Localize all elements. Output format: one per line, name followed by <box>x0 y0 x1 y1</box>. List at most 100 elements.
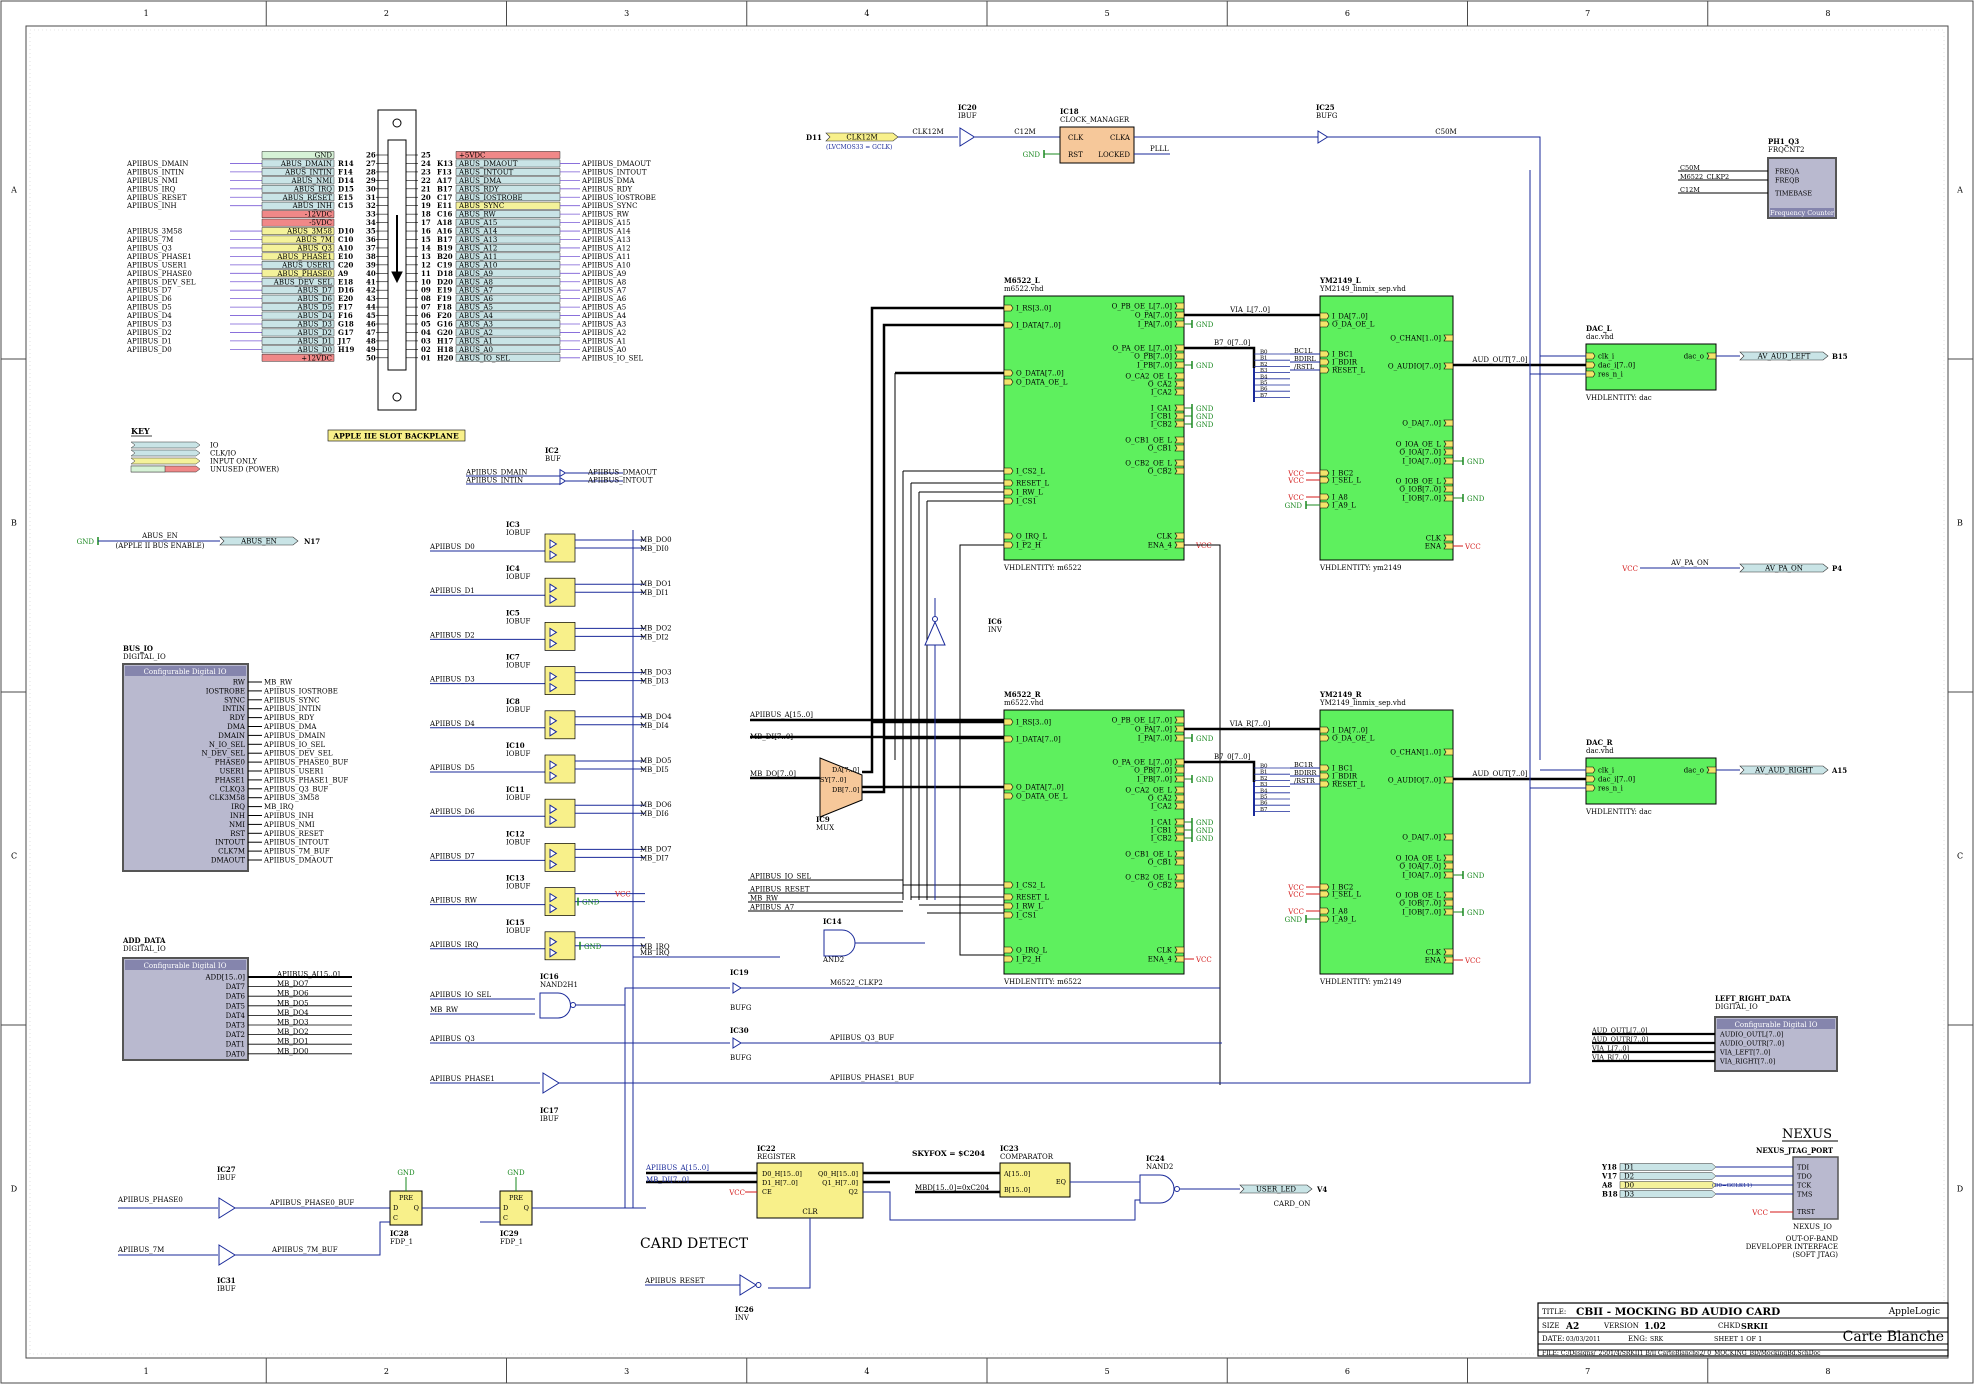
vhdl-pin: I_CB1 <box>1151 827 1172 835</box>
backplane-tag <box>261 151 335 159</box>
gnd-label: GND <box>1196 362 1214 370</box>
backplane-pin-number: 41 <box>366 277 376 286</box>
backplane-pad: B17 <box>437 184 453 193</box>
backplane-tag <box>455 151 561 159</box>
backplane-pin-number: 19 <box>421 201 431 210</box>
iobuf-type: IOBUF <box>506 750 531 758</box>
title-block <box>1537 1302 1949 1357</box>
backplane-signal: APIIBUS_PHASE0 <box>126 270 192 278</box>
lr-data-header <box>1717 1019 1835 1029</box>
pin-tab <box>1443 948 1454 956</box>
backplane-pin-number: 06 <box>421 311 431 320</box>
backplane-signal: APIIBUS_A5 <box>581 304 626 312</box>
ic16-ref: IC16 <box>540 972 559 981</box>
backplane-signal: APIIBUS_INTOUT <box>581 168 647 176</box>
b7-bit-label: B6 <box>1260 801 1268 807</box>
pin-tab <box>1003 479 1014 487</box>
date-label: DATE: <box>1542 1335 1564 1343</box>
pin-tab <box>1585 766 1596 774</box>
buffer-gate <box>732 982 742 994</box>
net-tag <box>1739 563 1829 573</box>
ic18-pin: CLKA <box>1110 134 1131 142</box>
iobuf-ref: IC7 <box>506 653 520 662</box>
backplane-tag-label: ABUS_NMI <box>291 177 333 185</box>
nexus-tag <box>1619 1163 1717 1171</box>
gnd-label: GND <box>507 1169 525 1177</box>
buffer-gate <box>549 804 558 815</box>
buffer-gate <box>1317 130 1329 144</box>
vhdl-pin: ENA_4 <box>1148 956 1173 964</box>
fdp-ref: IC28 <box>390 1229 409 1238</box>
vhdl-pin: I_PB[7..0] <box>1137 362 1172 370</box>
backplane-pin-number: 10 <box>421 277 431 286</box>
vhdl-pin: I_RW_L <box>1016 903 1043 911</box>
backplane-tag <box>455 337 561 345</box>
pin-tab <box>1319 493 1330 501</box>
reg-net: APIIBUS_A[15..0] <box>645 1164 709 1172</box>
pin-tab <box>1443 956 1454 964</box>
backplane-pad: A16 <box>436 227 452 236</box>
mux-net: APIIBUS_A[15..0] <box>749 711 813 719</box>
control-net: APIIBUS_A7 <box>749 904 794 912</box>
gnd-label: GND <box>1196 835 1214 843</box>
vhdl-pin: I_BDIR <box>1332 359 1358 367</box>
buffer-gate <box>739 1274 757 1296</box>
pin-tab <box>1174 344 1185 352</box>
vhdl-pin: O_DA_OE_L <box>1332 321 1375 329</box>
backplane-tag-label: ABUS_A6 <box>458 295 493 303</box>
add-data-net: MB_DO1 <box>277 1038 309 1046</box>
pin-tab <box>1174 734 1185 742</box>
b7-bit-label: B3 <box>1260 368 1268 374</box>
frame-column-label: 5 <box>1105 1367 1110 1376</box>
bus-io-pin: N_DEV_SEL <box>202 750 246 758</box>
lr-net: AUD_OUTL[7..0] <box>1591 1027 1648 1035</box>
pin-tab <box>1174 826 1185 834</box>
skyfox-net: MBD[15..0]=0xC204 <box>915 1184 990 1192</box>
backplane-pin-number: 16 <box>421 227 431 236</box>
buffer-gate <box>218 1244 236 1266</box>
vhdl-pin: I_CA1 <box>1151 405 1172 413</box>
vhdl-pin: RESET_L <box>1332 781 1365 789</box>
freq-counter-pin: FREQB <box>1775 177 1799 185</box>
add-data-pin: DAT3 <box>226 1022 245 1030</box>
fdp-pin: C <box>503 1214 508 1222</box>
fdp-pin: C <box>393 1214 398 1222</box>
pin-tab <box>1443 534 1454 542</box>
backplane-signal: APIIBUS_A3 <box>581 321 626 329</box>
pin-tab <box>1319 726 1330 734</box>
phase1-buf-wire <box>559 788 1531 1084</box>
vhdl-pin: O_CB2 <box>1148 468 1172 476</box>
backplane-tag <box>261 168 335 176</box>
mb-irq-net: MB_IRQ <box>640 949 670 957</box>
vhdl-file: YM2149_linmix_sep.vhd <box>1319 699 1406 707</box>
bus-io-net: APIIBUS_DMA <box>263 723 317 731</box>
backplane-tag-label: ABUS_D1 <box>297 337 332 345</box>
net-tag-label: ABUS_EN <box>240 538 277 546</box>
pin-tab <box>1174 420 1185 428</box>
vhdl-pin: O_IRQ_L <box>1016 947 1048 955</box>
ic22-pin: Q0_H[15..0] <box>818 1170 858 1178</box>
mux-net: MB_DI[7..0] <box>750 733 793 741</box>
nexus-tag-label: D1 <box>1624 1164 1634 1172</box>
buffer-gate <box>549 539 558 549</box>
vhdl-block <box>1319 709 1454 975</box>
sheet-title: CBII - MOCKING BD AUDIO CARD <box>1576 1306 1780 1318</box>
ic27-in-net: APIIBUS_PHASE0 <box>117 1196 183 1204</box>
backplane-tag <box>455 261 561 269</box>
backplane-tag <box>261 201 335 210</box>
backplane-pin-number: 12 <box>421 260 431 269</box>
vcc-label: VCC <box>614 891 631 899</box>
vhdl-pin: O_IOA_OE_L <box>1396 855 1442 863</box>
backplane-signal: APIIBUS_A15 <box>581 219 631 227</box>
pin-tab <box>1174 794 1185 802</box>
ic18-type: CLOCK_MANAGER <box>1060 116 1130 124</box>
fdp-pin: D <box>393 1204 398 1212</box>
frame-column-label: 3 <box>624 9 629 18</box>
lr-pin: AUDIO_OUTR[7..0] <box>1719 1040 1784 1048</box>
ic18-pin: CLK <box>1068 134 1084 142</box>
ic16-gate <box>539 992 571 1019</box>
freq-counter-footer: Frequency Counter <box>1770 209 1835 217</box>
backplane-pad: D15 <box>338 184 354 193</box>
iobuf-output-net: MB_DI0 <box>640 545 669 553</box>
net-tag-label: USER_LED <box>1256 1186 1296 1194</box>
